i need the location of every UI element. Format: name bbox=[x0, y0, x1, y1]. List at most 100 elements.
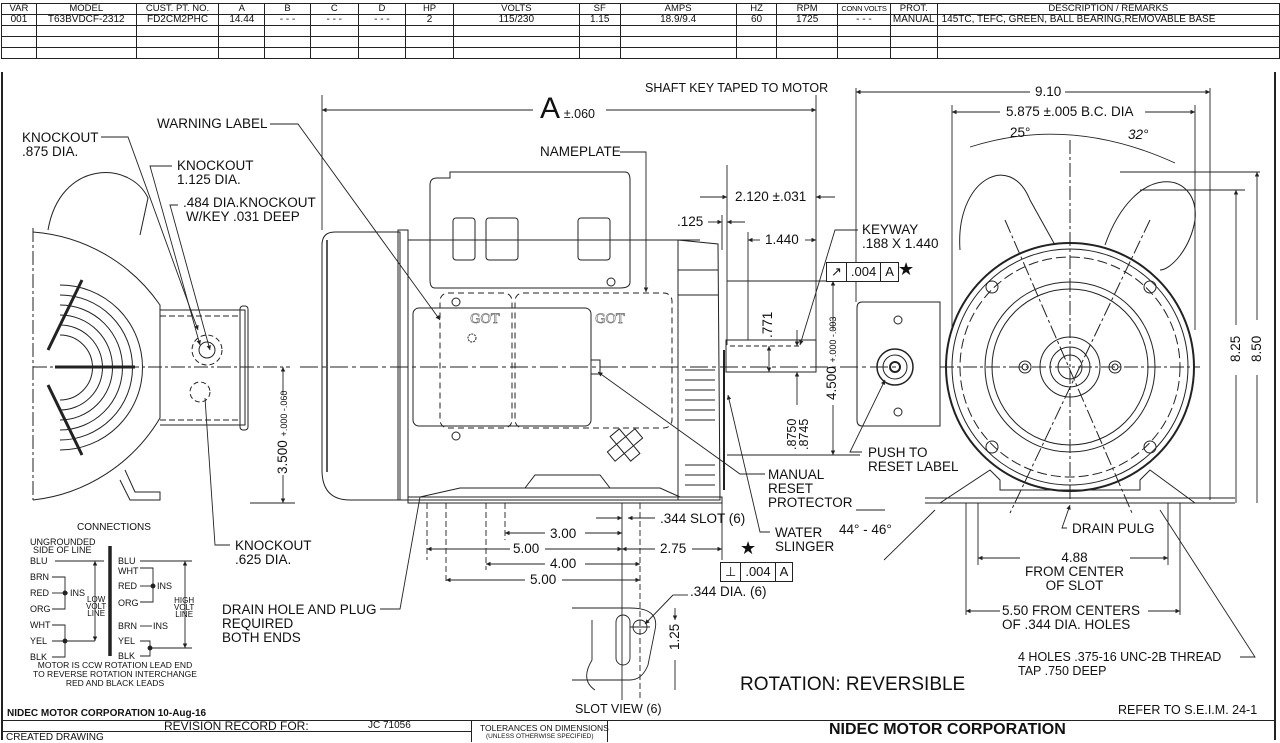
dim-5-00-a: 5.00 bbox=[513, 541, 540, 556]
callout-line: RESET LABEL bbox=[868, 459, 959, 474]
dim-line: 4.88 bbox=[1061, 550, 1088, 565]
callout-knockout-1125: KNOCKOUT 1.125 DIA. bbox=[177, 159, 254, 187]
callout-line: KEYWAY bbox=[862, 222, 919, 237]
callout-line: KNOCKOUT bbox=[177, 158, 254, 173]
note-line: TO REVERSE ROTATION INTERCHANGE bbox=[33, 669, 197, 679]
revision-record-row bbox=[1, 721, 471, 732]
callout-line: .875 DIA. bbox=[22, 144, 79, 159]
callout-knockout-625: KNOCKOUT .625 DIA. bbox=[235, 539, 312, 567]
callout-line: 1.125 DIA. bbox=[177, 172, 241, 187]
callout-push-to-reset: PUSH TO RESET LABEL bbox=[868, 446, 959, 474]
callout-nameplate: NAMEPLATE bbox=[540, 144, 621, 159]
rotation-lead-note: MOTOR IS CCW ROTATION LEAD END TO REVERS… bbox=[15, 661, 215, 688]
dim-1-440: 1.440 bbox=[765, 232, 799, 247]
critical-star-icon: ★ bbox=[740, 538, 757, 558]
dim-2-120: 2.120 ±.031 bbox=[735, 189, 807, 204]
callout-warning-label: WARNING LABEL bbox=[157, 116, 268, 131]
lead-label: YEL bbox=[30, 636, 48, 646]
company-name: NIDEC MOTOR CORPORATION bbox=[829, 721, 1066, 738]
spec-cell bbox=[218, 47, 266, 59]
callout-drain-plug: DRAIN PULG bbox=[1072, 521, 1155, 536]
lead-label: ORG bbox=[30, 604, 51, 614]
dim-4-88: 4.88 FROM CENTER OF SLOT bbox=[1025, 551, 1124, 593]
callout-line: .484 DIA.KNOCKOUT bbox=[183, 195, 316, 210]
callout-keyway: KEYWAY .188 X 1.440 bbox=[862, 223, 939, 251]
callout-knockout-484: .484 DIA.KNOCKOUT W/KEY .031 DEEP bbox=[183, 196, 316, 224]
lead-label: BLU bbox=[30, 556, 48, 566]
callout-knockout-875: KNOCKOUT .875 DIA. bbox=[22, 131, 99, 159]
svg-text:GOT: GOT bbox=[470, 312, 500, 327]
dim-4-00: 4.00 bbox=[550, 556, 577, 571]
dim-angle-44-46: 44° - 46° bbox=[839, 522, 892, 537]
fcf-datum: A bbox=[779, 564, 789, 579]
lead-label: BRN bbox=[30, 572, 50, 582]
job-number: JC 71056 bbox=[368, 720, 411, 731]
motor-side-view: GOT GOT bbox=[300, 171, 900, 504]
cooling-fins-icon bbox=[685, 369, 715, 486]
svg-text:GOT: GOT bbox=[595, 312, 625, 327]
title-block: REVISION RECORD FOR: JC 71056 CREATED DR… bbox=[1, 719, 1276, 743]
spec-cell bbox=[357, 47, 407, 59]
dim-line: OF .344 DIA. HOLES bbox=[1002, 617, 1131, 632]
callout-line: PUSH TO bbox=[868, 445, 928, 460]
dim-line: OF SLOT bbox=[1045, 578, 1104, 593]
callout-drain-hole: DRAIN HOLE AND PLUG REQUIRED BOTH ENDS bbox=[222, 603, 377, 645]
fan-grille-icon bbox=[46, 279, 143, 456]
label-line: UNGROUNDED bbox=[30, 537, 96, 547]
callout-line: TAP .750 DEEP bbox=[1018, 664, 1107, 678]
dim-3-00: 3.00 bbox=[550, 526, 577, 541]
revision-record-label: REVISION RECORD FOR: bbox=[164, 719, 309, 733]
callout-line: PROTECTOR bbox=[768, 495, 853, 510]
dim-angle-25: 25° bbox=[1010, 125, 1031, 140]
dim-a-tolerance: ±.060 bbox=[563, 107, 595, 121]
company-date-stamp: NIDEC MOTOR CORPORATION 10-Aug-16 bbox=[7, 708, 207, 719]
callout-line: MANUAL bbox=[768, 467, 825, 482]
dim-9-10: 9.10 bbox=[1035, 84, 1062, 99]
callout-manual-reset-protector: MANUAL RESET PROTECTOR bbox=[768, 468, 853, 510]
callout-water-slinger: WATER SLINGER bbox=[775, 526, 834, 554]
lead-label: BLU bbox=[118, 556, 136, 566]
dim-a: A ±.060 bbox=[540, 94, 595, 124]
callout-line: .625 DIA. bbox=[235, 552, 292, 567]
callout-line: REQUIRED bbox=[222, 616, 294, 631]
lead-label: RED bbox=[30, 588, 50, 598]
callout-shaft-key: SHAFT KEY TAPED TO MOTOR bbox=[645, 81, 829, 95]
feature-control-frame-runout: ↗ .004 A bbox=[826, 262, 899, 282]
lead-label: YEL bbox=[118, 636, 136, 646]
callout-tapped-holes: 4 HOLES .375-16 UNC-2B THREAD TAP .750 D… bbox=[1018, 650, 1221, 678]
low-ins-label: INS bbox=[70, 588, 86, 598]
high-ins-label-1: INS bbox=[157, 581, 173, 591]
dim-a-letter: A bbox=[540, 92, 561, 125]
dim-slot: .344 SLOT (6) bbox=[660, 511, 746, 526]
spec-cell bbox=[836, 47, 891, 59]
created-drawing-label: CREATED DRAWING bbox=[6, 732, 104, 743]
fcf-tolerance: .004 bbox=[847, 263, 882, 281]
tolerances-label: TOLERANCES ON DIMENSIONS bbox=[480, 723, 609, 733]
callout-line: WATER bbox=[775, 525, 823, 540]
high-ins-label-2: INS bbox=[153, 621, 169, 631]
lead-label: BLK bbox=[118, 651, 136, 661]
dim-5-50: 5.50 FROM CENTERS OF .344 DIA. HOLES bbox=[1002, 604, 1140, 632]
spec-cell bbox=[309, 47, 359, 59]
callout-line: DRAIN HOLE AND PLUG bbox=[222, 602, 377, 617]
ungrounded-label: UNGROUNDED SIDE OF LINE bbox=[30, 537, 96, 555]
callout-line: W/KEY .031 DEEP bbox=[186, 209, 300, 224]
critical-star-icon: ★ bbox=[898, 259, 915, 279]
spec-cell bbox=[135, 47, 220, 59]
callout-line: 4 HOLES .375-16 UNC-2B THREAD bbox=[1018, 650, 1222, 664]
spec-header-cell: CONN VOLTS bbox=[836, 3, 891, 15]
dim-line: FROM CENTER bbox=[1025, 564, 1124, 579]
reference-note: REFER TO S.E.I.M. 24-1 bbox=[1118, 703, 1258, 717]
fcf-symbol: ⊥ bbox=[721, 563, 742, 581]
fcf-datum: A bbox=[885, 264, 894, 279]
dim-2-75: 2.75 bbox=[660, 541, 687, 556]
tolerances-sub-label: (UNLESS OTHERWISE SPECIFIED) bbox=[486, 733, 594, 740]
fcf-symbol: ↗ bbox=[827, 263, 847, 281]
note-line: RED AND BLACK LEADS bbox=[65, 678, 165, 688]
dim-5-00-b: 5.00 bbox=[530, 572, 557, 587]
callout-line: BOTH ENDS bbox=[222, 630, 301, 645]
